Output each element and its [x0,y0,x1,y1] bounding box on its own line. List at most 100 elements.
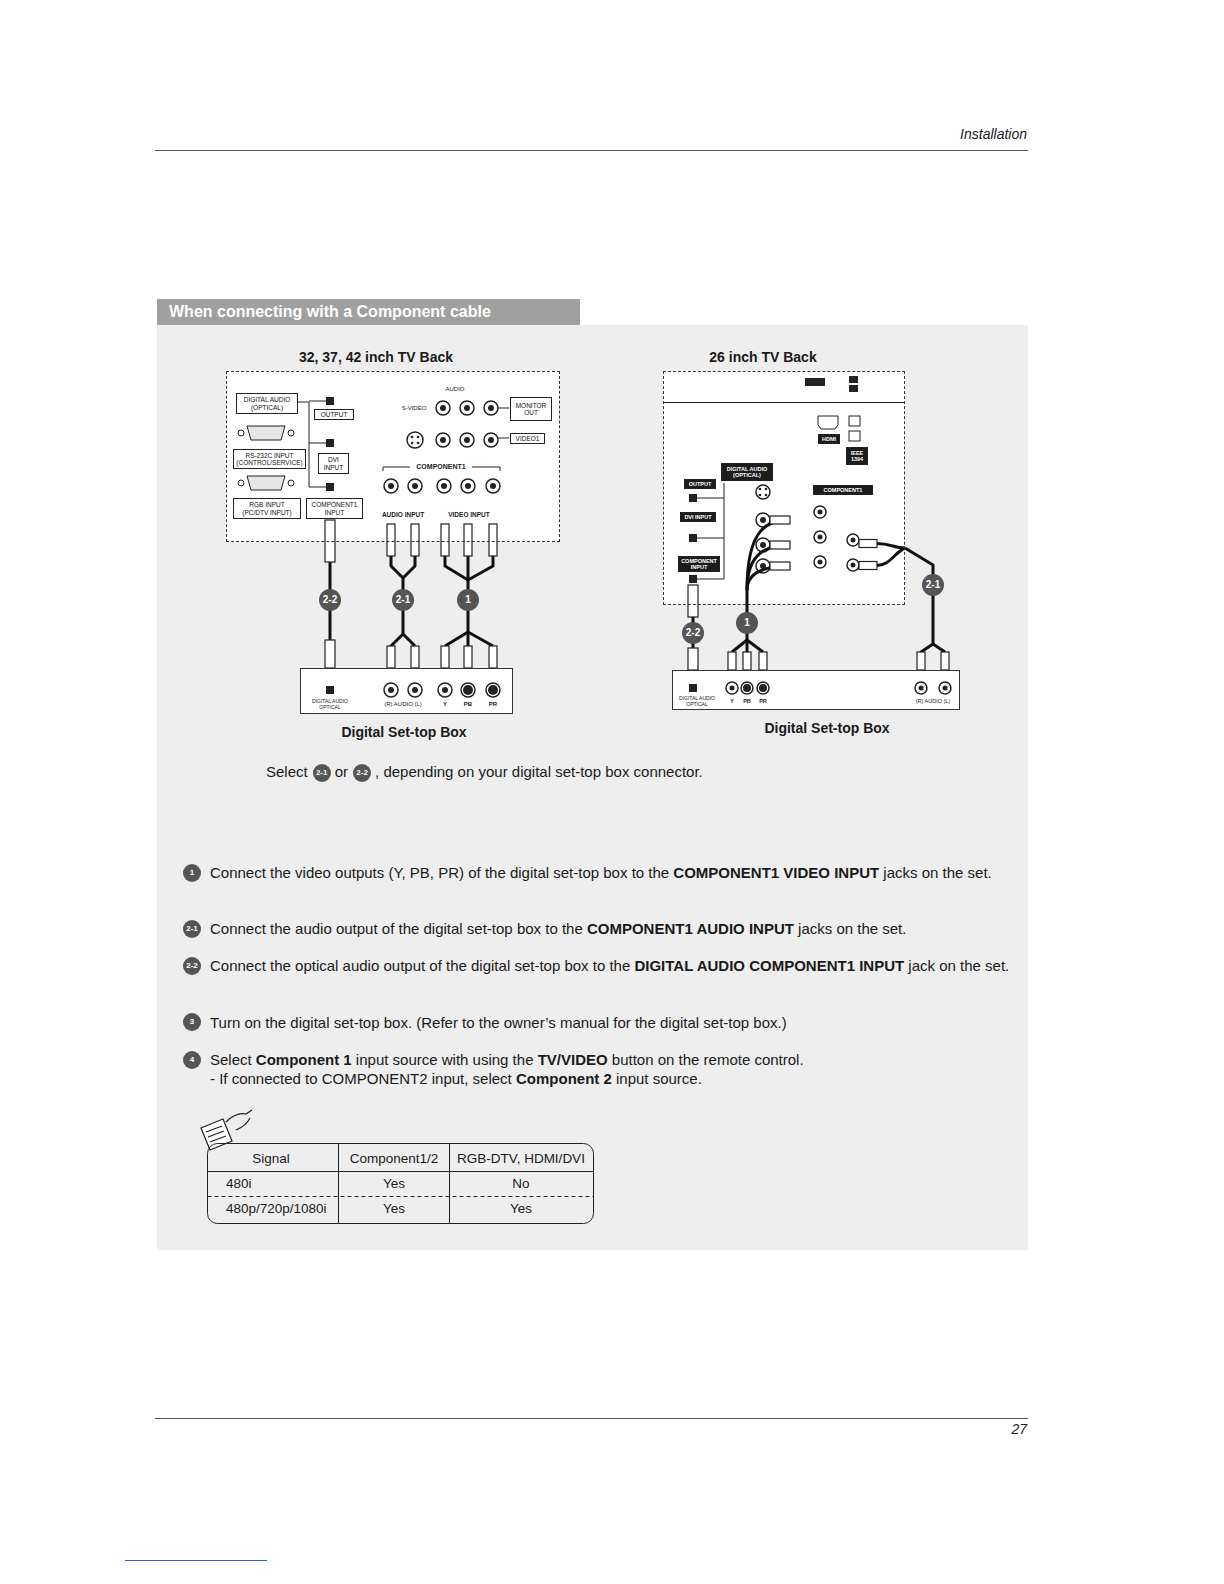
port-label: PB [743,698,751,704]
port-label: PR [489,701,497,708]
port-label: MONITOR OUT [513,402,549,416]
step-text: Component 2 [516,1070,612,1087]
port-label-block: DVI INPUT [680,512,716,522]
rca-jack [939,682,951,694]
tv-back-panel: 26 inch TV BackDIGITAL AUDIO (OPTICAL)OU… [663,371,905,605]
port-label: S-VIDEO [402,405,427,412]
cable-plug [441,524,449,556]
tv-back-art [663,403,905,580]
port-label: PR [759,698,767,704]
jack-centre [851,538,856,543]
port-label: DIGITAL AUDIO OPTICAL [677,696,717,707]
panel-ground [672,670,960,710]
port-block [689,534,697,542]
jack-centre [442,687,448,693]
cable-plug [770,541,790,549]
rca-jack [814,556,826,568]
cable-branch [933,644,945,652]
port-label-box: RS-232C INPUT (CONTROL/SERVICE) [233,449,306,469]
section-title: When connecting with a Component cable [157,299,580,325]
jack-centre [730,686,735,691]
table-cell: RGB-DTV, HDMI/DVI [457,1152,585,1167]
step-number: 1 [183,864,201,882]
rca-jack [814,506,826,518]
port-block [689,376,858,692]
cable-plug [464,524,472,556]
table-cell: Yes [510,1202,532,1217]
table-cell: No [512,1177,529,1192]
tv-back-art [238,401,509,490]
step-text: Select [210,1051,256,1068]
set-top-box: Digital Set-top Box [672,670,960,710]
jack-centre [441,483,447,489]
port-label-box: VIDEO1 [510,433,545,444]
step-number: 2-2 [183,957,201,975]
cable-branch [747,566,790,605]
callout-number: 2-1 [313,764,331,782]
box-heading: 32, 37, 42 inch TV Back [299,349,453,365]
step-text: Component 1 [256,1051,352,1068]
port-block [689,684,697,692]
rca-jack [460,401,474,415]
optical-jack [326,686,334,694]
jack-centre [760,542,766,548]
callout-number: 2-2 [682,622,704,644]
optical-jack [326,483,334,491]
port-label: (R) AUDIO (L) [916,698,951,704]
panel-ground [226,371,560,542]
jack-centre [412,483,418,489]
tv-back-art [288,480,294,486]
instruction-paragraph: Turn on the digital set-top box. (Refer … [210,1013,1025,1032]
cable-branch [877,544,905,549]
optical-jack [326,439,334,447]
jack-centre [411,436,414,439]
jack-centre [730,488,948,692]
tv-back-art [498,408,509,438]
instruction-text: Select [266,763,308,780]
step-text: Turn on the digital set-top box. (Refer … [210,1014,787,1031]
cable-branch [468,632,493,646]
port-label: DVI INPUT [321,456,346,470]
jack-centre [759,684,767,692]
port-label: COMPONENT1 [416,463,465,471]
port-label: COMPONENT INPUT [681,558,717,570]
table-rule [208,1171,594,1172]
tv-back-art [238,480,244,486]
jack-centre [388,687,394,693]
port-block [689,494,697,502]
callout-number: 2-2 [353,764,371,782]
section-panel [157,325,1028,1250]
rca-jack [726,682,738,694]
port-label: COMPONENT1 [816,487,870,493]
page-rule [155,151,1028,1419]
table-rule [449,1144,450,1224]
cable-plug [728,652,736,670]
cable-plug [917,652,925,670]
instruction-text: , depending on your digital set-top box … [375,763,703,780]
step-text: button on the remote control. [608,1051,804,1068]
cable-plug [859,540,877,548]
step-text: input source with using the [352,1051,538,1068]
port-label-box: OUTPUT [314,409,354,420]
box-heading: Digital Set-top Box [764,720,889,736]
jack-centre [417,442,420,445]
cable-plug [325,640,335,668]
callout-number: 2-1 [392,589,414,611]
table-rule [208,1196,594,1197]
rca-jack [756,485,770,499]
cable-plug [325,516,949,670]
rca-jack [847,534,859,546]
page-rule [155,1418,1028,1419]
port-label: PB [464,701,472,708]
port-label: IEEE 1394 [849,450,865,462]
step-text: input source. [612,1070,702,1087]
rca-jack [438,683,452,697]
instruction-paragraph: Connect the optical audio output of the … [210,956,1025,975]
cable-plug [441,646,449,668]
step-text: jacks on the set. [794,920,907,937]
jack-centre [488,685,498,695]
jack-centre [464,437,470,443]
cable-plug [411,524,419,556]
jack-centre [411,442,414,445]
